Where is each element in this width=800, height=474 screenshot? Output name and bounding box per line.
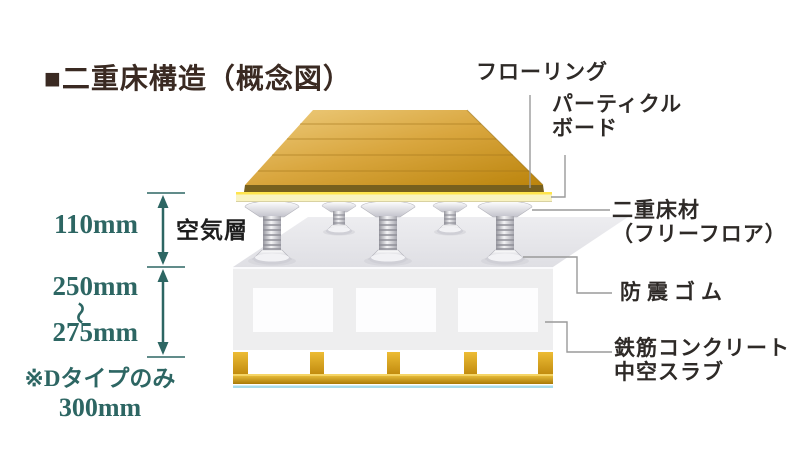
connector-line-particle-board xyxy=(551,155,566,198)
label-particle-board: パーティクル ボード xyxy=(552,93,682,141)
wood-front-edge xyxy=(244,185,544,192)
hollow-core xyxy=(356,288,436,332)
dimension-arrow-slab xyxy=(157,269,169,355)
ceiling-tab xyxy=(538,352,553,375)
particle-board-layer xyxy=(236,192,552,202)
label-air-gap: 空気層 xyxy=(176,217,248,243)
label-rubber: 防震ゴム xyxy=(620,281,728,304)
connector-line-rubber xyxy=(523,256,612,294)
ceiling-panel xyxy=(233,374,553,384)
measurement-slab-min: 250mm xyxy=(52,271,138,301)
label-slab-line1: 鉄筋コンクリート xyxy=(614,337,790,360)
ceiling-tab xyxy=(387,352,400,375)
flooring-plank-lines xyxy=(258,123,529,172)
ceiling-accent-line xyxy=(233,385,553,388)
note-d-type: ※Dタイプのみ 300mm xyxy=(8,359,192,423)
ceiling-structure xyxy=(233,352,553,388)
measurement-air-gap: 110mm xyxy=(54,209,138,239)
label-particle-board-line1: パーティクル xyxy=(552,93,683,116)
hollow-core xyxy=(253,288,333,332)
label-slab: 鉄筋コンクリート 中空スラブ xyxy=(614,337,790,385)
measurement-slab-max: 275mm xyxy=(52,317,138,347)
ceiling-tab xyxy=(310,352,324,375)
label-flooring: フローリング xyxy=(476,61,608,84)
page-title: ■二重床構造（概念図） xyxy=(44,64,352,95)
dimension-ticks xyxy=(147,192,185,358)
dimension-arrow-air-gap xyxy=(157,195,169,265)
label-double-floor: 二重床材 （フリーフロア） xyxy=(612,199,787,247)
label-particle-board-line2: ボード xyxy=(552,117,618,140)
label-double-floor-line1: 二重床材 xyxy=(612,199,700,222)
label-double-floor-line2: （フリーフロア） xyxy=(612,223,787,246)
note-d-type-line1: ※Dタイプのみ xyxy=(24,366,176,391)
label-slab-line2: 中空スラブ xyxy=(614,361,724,384)
ceiling-tab xyxy=(233,352,248,375)
wood-flooring-panel xyxy=(245,110,543,185)
connector-line-slab xyxy=(545,321,612,353)
hollow-core xyxy=(458,288,538,332)
ceiling-tab xyxy=(464,352,477,375)
note-d-type-line2: 300mm xyxy=(58,393,142,422)
